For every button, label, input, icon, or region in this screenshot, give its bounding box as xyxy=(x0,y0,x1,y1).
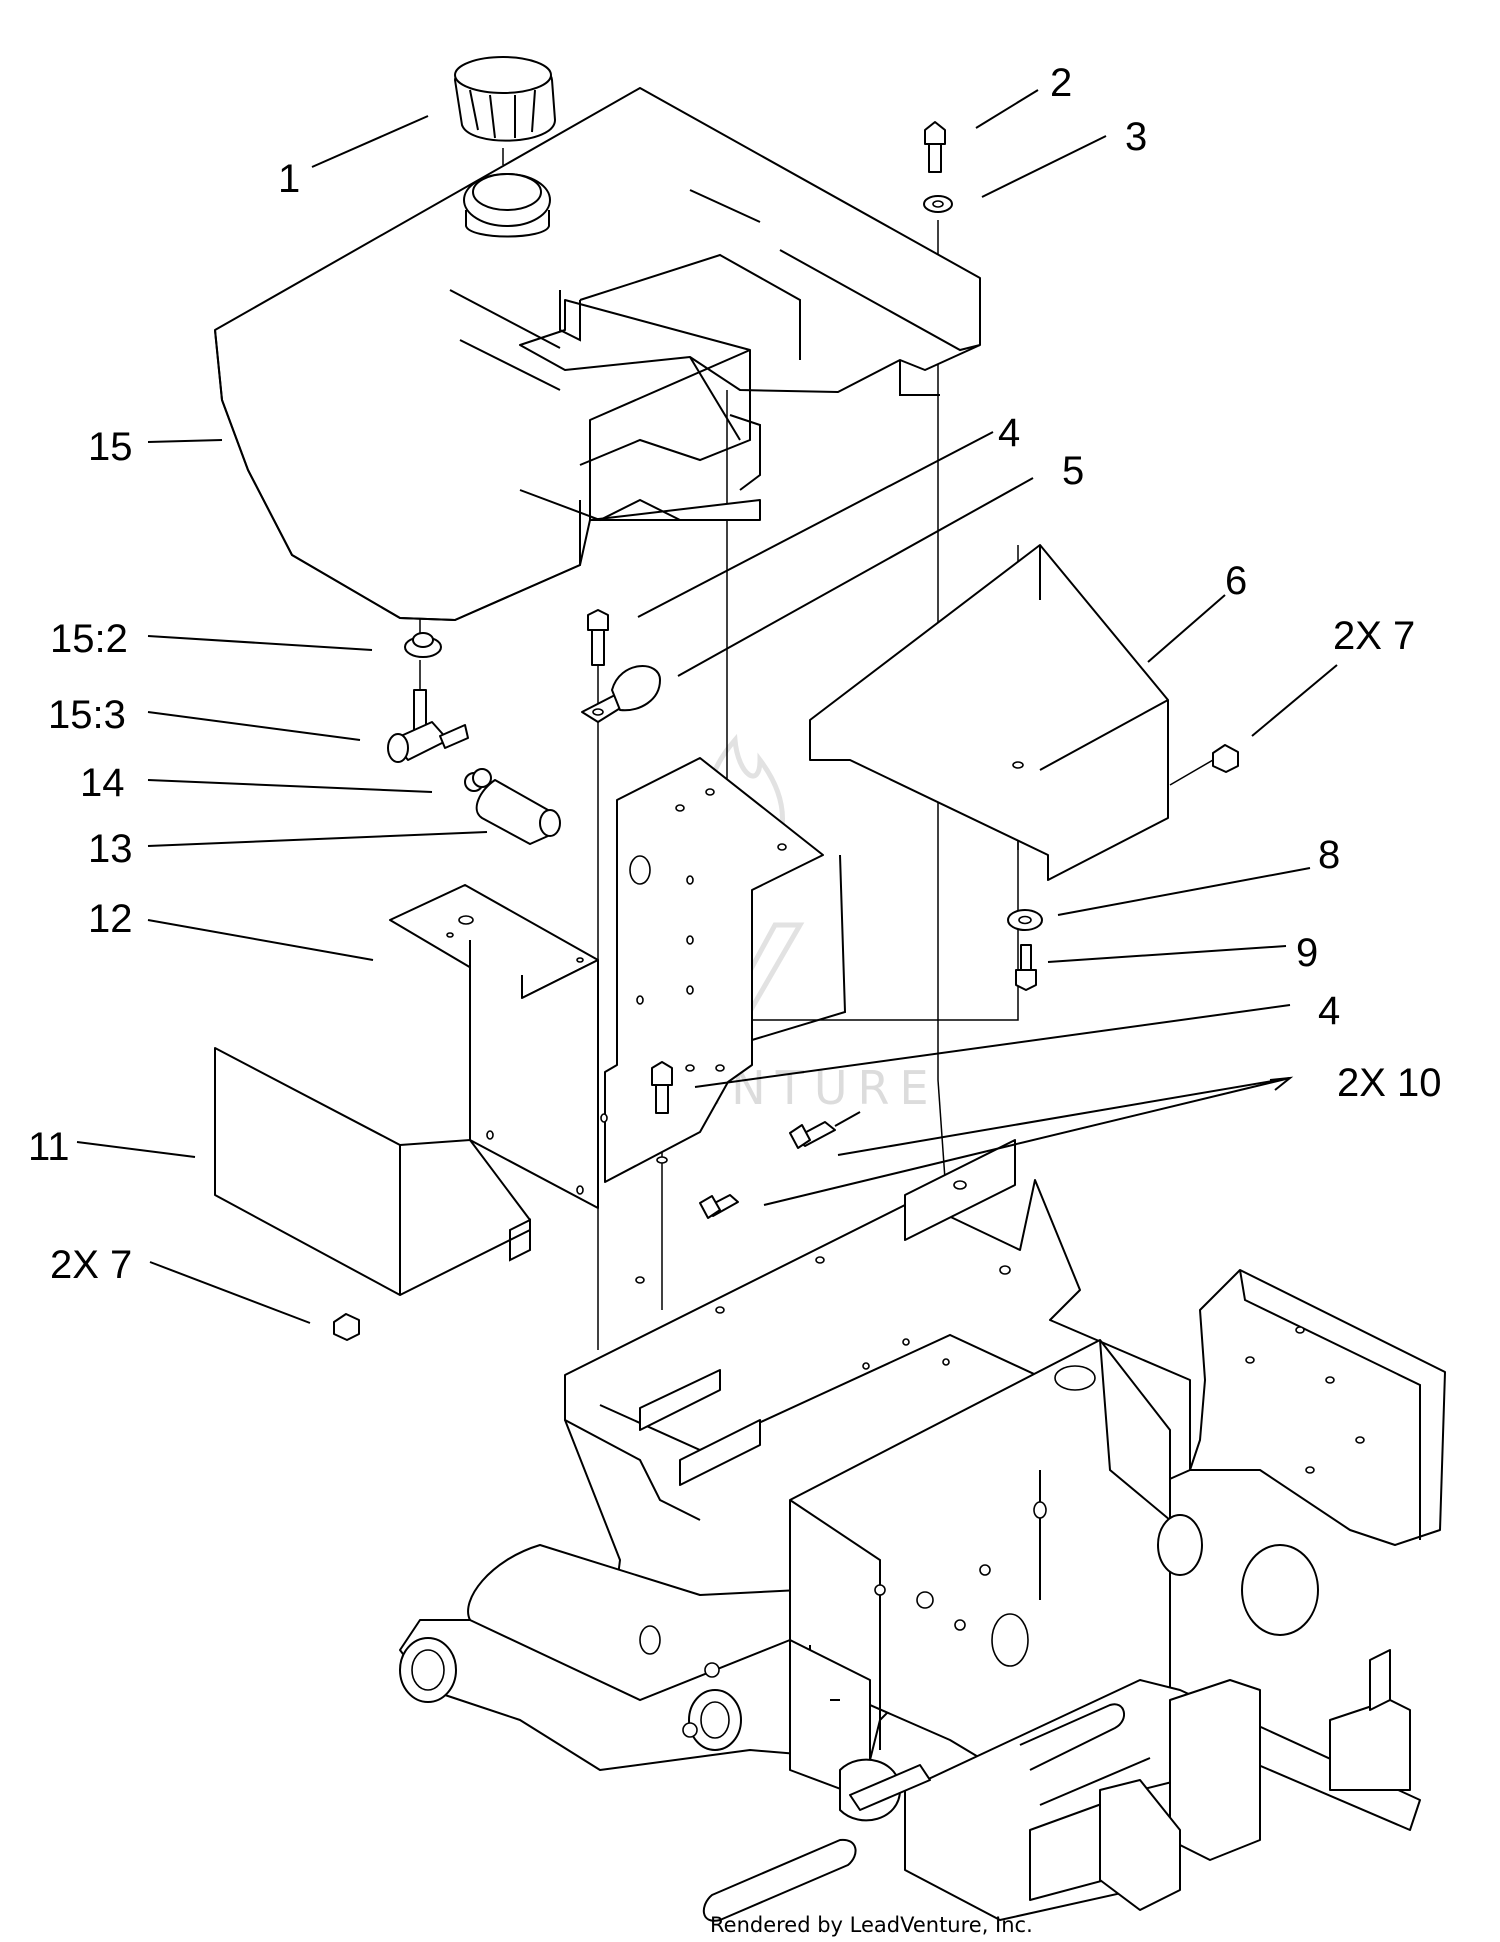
bracket-12 xyxy=(389,884,608,1209)
bolt-4-upper xyxy=(587,609,609,666)
callout-5: 5 xyxy=(1062,449,1084,493)
frame-assembly xyxy=(399,1139,1446,1922)
render-credit: Rendered by LeadVenture, Inc. xyxy=(710,1913,1033,1937)
callout-15: 15 xyxy=(88,425,133,469)
plate-11 xyxy=(214,1047,531,1296)
callout-8: 8 xyxy=(1318,833,1340,877)
callout-12: 12 xyxy=(88,897,133,941)
callout-4-upper: 4 xyxy=(998,411,1020,455)
callout-11: 11 xyxy=(28,1125,70,1169)
nut-7-lower xyxy=(333,1313,360,1341)
callout-15-2: 15:2 xyxy=(50,617,128,661)
callout-2: 2 xyxy=(1050,61,1072,105)
callout-13: 13 xyxy=(88,827,133,871)
callout-4-lower: 4 xyxy=(1318,989,1340,1033)
bolt-10-a xyxy=(789,1111,861,1149)
callout-10: 2X 10 xyxy=(1337,1061,1442,1105)
fuel-cap xyxy=(454,56,556,238)
cable-clamp-5 xyxy=(581,665,661,723)
callout-1: 1 xyxy=(278,157,300,201)
callout-15-3: 15:3 xyxy=(48,693,126,737)
callout-9: 9 xyxy=(1296,931,1318,975)
hose-13 xyxy=(475,779,561,845)
grommet-15-2 xyxy=(404,632,442,658)
callout-6: 6 xyxy=(1225,559,1247,603)
fuel-tank xyxy=(214,87,981,622)
callout-3: 3 xyxy=(1125,115,1147,159)
callout-labels: 1 2 3 4 5 6 2X 7 8 9 4 2X 10 11 2X 7 12 … xyxy=(28,61,1442,1287)
callout-7-lower: 2X 7 xyxy=(50,1243,132,1287)
leader-lines xyxy=(76,89,1338,1324)
battery-tray-6 xyxy=(809,544,1169,881)
bolt-4-lower xyxy=(651,1061,673,1164)
bolt-and-washer-2-3 xyxy=(923,121,953,213)
bolt-10-b xyxy=(699,1194,739,1219)
clamp-14 xyxy=(464,768,492,792)
tee-fitting-15-3 xyxy=(387,689,469,763)
callout-14: 14 xyxy=(80,761,125,805)
washer-8 xyxy=(1007,909,1043,931)
nut-7-upper xyxy=(1169,744,1239,786)
callout-7-upper: 2X 7 xyxy=(1333,614,1415,658)
mounting-bracket xyxy=(604,757,847,1183)
bolt-9 xyxy=(1015,944,1037,991)
